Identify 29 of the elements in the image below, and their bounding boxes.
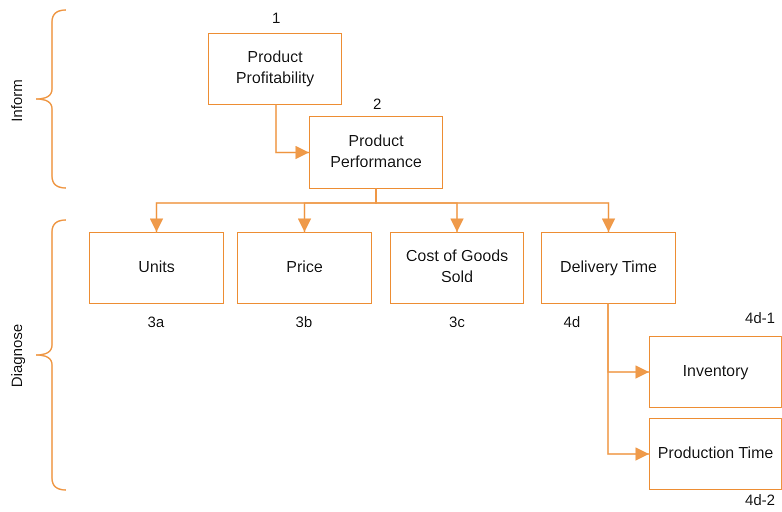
process-box [649, 336, 782, 408]
process-box [309, 116, 443, 189]
step-number: 2 [373, 96, 382, 112]
step-number: 4d [564, 314, 580, 330]
box-label: Price [286, 258, 323, 278]
arrow [375, 189, 616, 232]
box-label: Product Performance [329, 132, 423, 172]
box-label: Inventory [682, 362, 748, 382]
process-box [89, 232, 224, 304]
step-number: 3c [449, 314, 465, 330]
arrow [607, 304, 649, 461]
box-label: Product Profitability [234, 48, 316, 89]
process-box [237, 232, 372, 304]
process-box [390, 232, 524, 304]
step-number: 3b [296, 314, 312, 330]
step-number: 4d-1 [745, 310, 776, 326]
box-label: Production Time [658, 444, 774, 464]
box-label: Units [138, 258, 175, 278]
step-number: 1 [272, 10, 280, 26]
process-box [208, 33, 342, 105]
process-box [649, 418, 782, 490]
box-label: Cost of Goods Sold [404, 247, 510, 288]
section-label: Inform [8, 78, 26, 122]
step-number: 4d-2 [745, 492, 776, 508]
step-number: 3a [148, 314, 164, 330]
box-label: Delivery Time [560, 258, 657, 278]
section-label: Diagnose [8, 323, 26, 387]
arrow [275, 105, 309, 160]
process-box [541, 232, 676, 304]
